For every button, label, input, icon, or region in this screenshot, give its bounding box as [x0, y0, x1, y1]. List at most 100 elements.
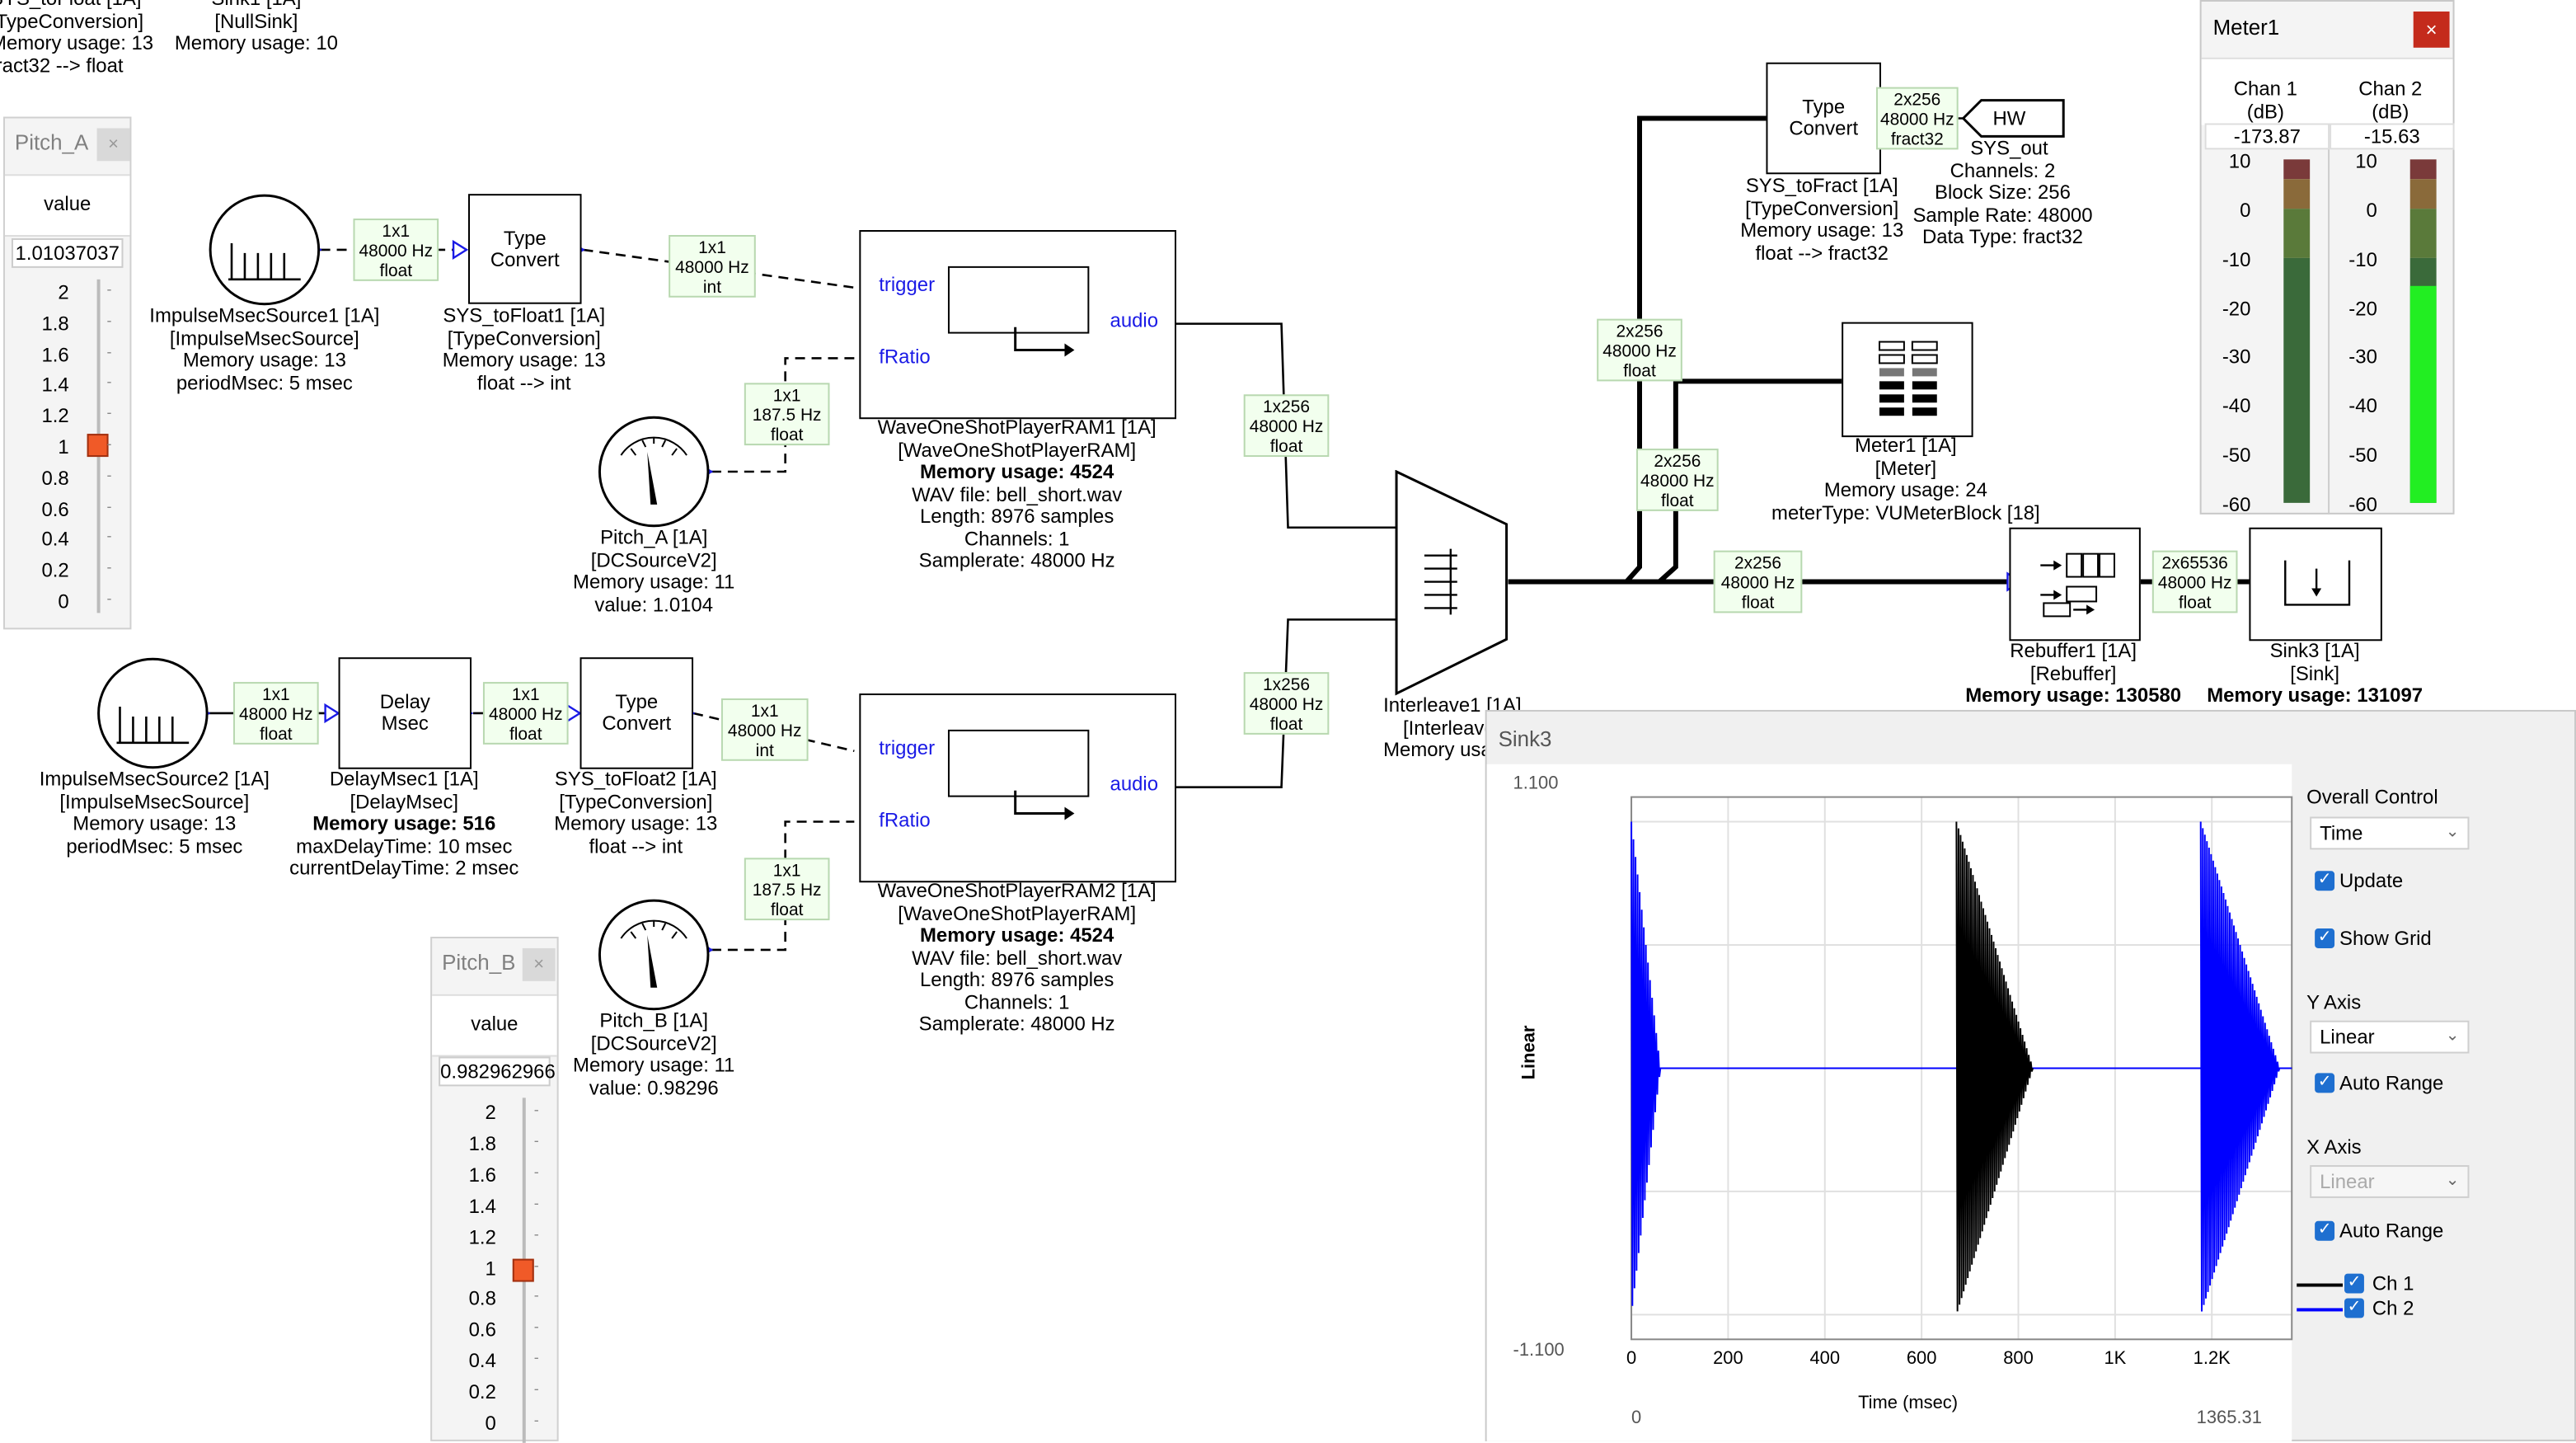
- meter-tick-label: -50: [2348, 444, 2377, 468]
- window-title: Meter1: [2212, 14, 2280, 40]
- x-tick-label: 1.2K: [2194, 1347, 2231, 1368]
- trigger-port[interactable]: trigger: [879, 736, 936, 759]
- slider-thumb[interactable]: [512, 1258, 534, 1282]
- slider-tick-mark: -: [533, 1349, 539, 1366]
- meter-tick-label: -40: [2222, 394, 2251, 418]
- channel-2-level-bar: [2409, 159, 2437, 503]
- slider-tick-label: 1.4: [41, 374, 69, 397]
- panel-title: Pitch_B: [442, 949, 516, 975]
- pitch-a-label: Pitch_A [1A][DCSourceV2]Memory usage: 11…: [573, 525, 735, 616]
- meter-tick-label: 0: [2366, 198, 2377, 222]
- trigger-port[interactable]: trigger: [879, 272, 936, 296]
- impulse-source-2-icon[interactable]: [97, 657, 213, 773]
- slider-tick-label: 1.6: [41, 342, 69, 366]
- ch2-checkbox[interactable]: ✓: [2344, 1298, 2364, 1318]
- channel-1-level-bar: [2283, 159, 2311, 503]
- slider-tick-mark: -: [533, 1194, 539, 1211]
- close-icon[interactable]: ×: [522, 947, 556, 981]
- slider-tick-mark: -: [106, 312, 112, 329]
- slider-tick-mark: -: [106, 528, 112, 545]
- plot-area: [1486, 764, 2292, 1441]
- y-auto-range-label: Auto Range: [2339, 1071, 2444, 1095]
- meter-tick-label: -60: [2222, 492, 2251, 516]
- slider-tick-mark: -: [533, 1131, 539, 1149]
- audio-port[interactable]: audio: [1110, 772, 1159, 796]
- overall-control-select[interactable]: Time⌄: [2310, 816, 2470, 850]
- slider-tick-mark: -: [533, 1318, 539, 1335]
- slider-tick-label: 0.2: [41, 558, 69, 582]
- slider-tick-label: 1: [485, 1256, 496, 1280]
- y-axis-select[interactable]: Linear⌄: [2310, 1020, 2470, 1054]
- y-auto-range-checkbox[interactable]: ✓: [2315, 1073, 2335, 1093]
- pitch-a-gauge-icon[interactable]: [598, 416, 713, 531]
- window-title: Sink3: [1498, 726, 1552, 751]
- value-header: value: [44, 192, 91, 216]
- meter-tick-label: -30: [2222, 345, 2251, 369]
- fratio-port[interactable]: fRatio: [879, 345, 931, 369]
- meter-segment: [2283, 257, 2311, 503]
- close-button[interactable]: ×: [2413, 11, 2450, 48]
- slider-tick-label: 1.2: [468, 1224, 496, 1248]
- type-convert-fract-label: SYS_toFract [1A][TypeConversion]Memory u…: [1740, 174, 1904, 264]
- show-grid-label: Show Grid: [2339, 927, 2432, 950]
- y-axis-label: Y Axis: [2306, 990, 2362, 1014]
- fratio-port[interactable]: fRatio: [879, 808, 931, 832]
- meter-block[interactable]: [1842, 322, 1973, 438]
- series-burst-ch-2: [1631, 821, 1662, 1306]
- slider-tick-mark: -: [533, 1163, 539, 1180]
- audio-port[interactable]: audio: [1110, 308, 1159, 332]
- slider-tick-mark: -: [106, 435, 112, 453]
- x-auto-range-checkbox[interactable]: ✓: [2315, 1220, 2335, 1241]
- interleave-block[interactable]: [1395, 469, 1513, 697]
- x-tick-label: 0: [1626, 1347, 1636, 1368]
- close-icon[interactable]: ×: [96, 128, 130, 162]
- meter-segment: [2283, 179, 2311, 209]
- sink3-label: Sink3 [1A][Sink]Memory usage: 131097: [2207, 639, 2424, 707]
- pitch-b-panel: Pitch_B × value 0.982962966 2-1.8-1.6-1.…: [430, 937, 559, 1443]
- delay-msec-label: DelayMsec1 [1A][DelayMsec]Memory usage: …: [289, 767, 519, 880]
- channel-2-header: Chan 2(dB): [2358, 77, 2423, 124]
- meter-tick-label: -20: [2348, 296, 2377, 320]
- value-field[interactable]: 0.982962966: [439, 1056, 556, 1087]
- panel-title: Pitch_A: [14, 129, 89, 155]
- wave-player-1-block[interactable]: trigger fRatio audio: [859, 230, 1176, 420]
- sink3-block[interactable]: [2249, 527, 2382, 642]
- x-axis-select[interactable]: Linear⌄: [2310, 1165, 2470, 1198]
- ch1-checkbox[interactable]: ✓: [2344, 1273, 2364, 1294]
- update-checkbox[interactable]: ✓: [2315, 871, 2335, 891]
- slider-tick-mark: -: [533, 1101, 539, 1118]
- slider-tick-mark: -: [533, 1411, 539, 1428]
- slider-tick-label: 2: [485, 1101, 496, 1125]
- show-grid-checkbox[interactable]: ✓: [2315, 928, 2335, 948]
- meter-tick-label: -50: [2222, 444, 2251, 468]
- slider-thumb[interactable]: [87, 434, 109, 458]
- wave-player-2-label: WaveOneShotPlayerRAM2 [1A][WaveOneShotPl…: [877, 879, 1157, 1036]
- slider-tick-mark: -: [106, 466, 112, 483]
- hw-output-block[interactable]: [1961, 99, 2067, 140]
- meter-tick-label: -10: [2348, 247, 2377, 271]
- slider-tick-label: 0: [485, 1411, 496, 1435]
- impulse-source-1-icon[interactable]: [209, 194, 324, 309]
- rebuffer-block[interactable]: [2009, 527, 2141, 642]
- meter-tick-label: -30: [2348, 345, 2377, 369]
- y-min-label: -1.100: [1513, 1341, 1565, 1361]
- wave-player-2-block[interactable]: trigger fRatio audio: [859, 693, 1176, 883]
- meter-tick-label: -40: [2348, 394, 2377, 418]
- value-field[interactable]: 1.01037037: [11, 237, 124, 268]
- pitch-b-gauge-icon[interactable]: [598, 899, 713, 1014]
- meter-segment: [2409, 208, 2437, 258]
- type-convert-1-label: SYS_toFloat1 [1A][TypeConversion]Memory …: [442, 303, 606, 394]
